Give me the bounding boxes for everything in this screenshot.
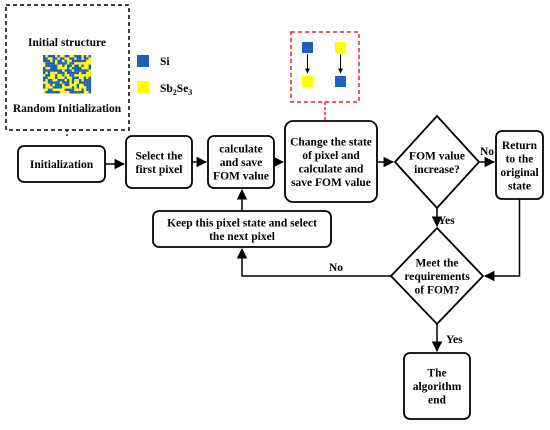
node-label-line: Initialization xyxy=(30,159,94,171)
fom-increase-label: FOM value increase? xyxy=(409,150,465,176)
node-label-line: end xyxy=(428,395,447,407)
node-label-line: FOM value xyxy=(409,150,465,162)
node-label-line: original xyxy=(500,167,538,179)
si-swatch xyxy=(137,55,149,67)
node-label-line: and save xyxy=(220,157,263,169)
node-label-line: Select the xyxy=(136,150,183,162)
node-label-line: increase? xyxy=(414,164,460,176)
edge-label-yes-down: Yes xyxy=(438,215,455,227)
edge-return-to-meet xyxy=(483,199,521,282)
node-label-line: The xyxy=(427,368,446,380)
edge-meet-no-to-keep xyxy=(236,247,391,277)
random-structure-image xyxy=(43,55,92,94)
node-label-line: calculate xyxy=(219,144,262,156)
pixel-swap-box xyxy=(290,31,360,103)
select-first-pixel-label: Select the first pixel xyxy=(136,150,183,176)
node-label-line: save FOM value xyxy=(291,177,371,189)
node-label-line: Meet the xyxy=(415,258,458,270)
node-label-line: the next pixel xyxy=(209,231,275,243)
node-label-line: Return xyxy=(502,140,538,152)
node-label-line: calculate and xyxy=(299,163,364,175)
keep-pixel-state-label: Keep this pixel state and select the next… xyxy=(167,217,317,243)
pixel-si-after xyxy=(335,76,346,87)
legend-box-caption: Random Initialization xyxy=(13,103,122,115)
node-label-line: first pixel xyxy=(136,164,183,176)
node-label-line: algorithm xyxy=(413,381,462,393)
node-label-line: Change the state xyxy=(290,136,372,148)
algorithm-end-node xyxy=(403,352,471,420)
sbse-label: Sb2Se3 xyxy=(160,83,192,97)
edge-label-no-right: No xyxy=(480,146,494,158)
edge-label-yes-end: Yes xyxy=(446,334,463,346)
node-label-line: FOM value xyxy=(213,171,269,183)
node-label-line: of pixel and xyxy=(302,150,360,162)
node-label-line: requirements xyxy=(404,271,470,283)
initialization-label: Initialization xyxy=(30,159,94,171)
pixel-sbse-after xyxy=(302,76,313,87)
pixel-si-before xyxy=(302,42,313,53)
legend-box-title: Initial structure xyxy=(28,37,106,49)
node-label-line: state xyxy=(508,180,531,192)
sbse-swatch xyxy=(137,81,149,93)
pixel-sbse-before xyxy=(335,42,346,53)
edge-label-no-left: No xyxy=(329,262,343,274)
si-label: Si xyxy=(160,56,170,68)
node-label-line: to the xyxy=(506,153,534,165)
node-label-line: Keep this pixel state and select xyxy=(167,217,317,229)
node-label-line: of FOM? xyxy=(414,285,459,297)
